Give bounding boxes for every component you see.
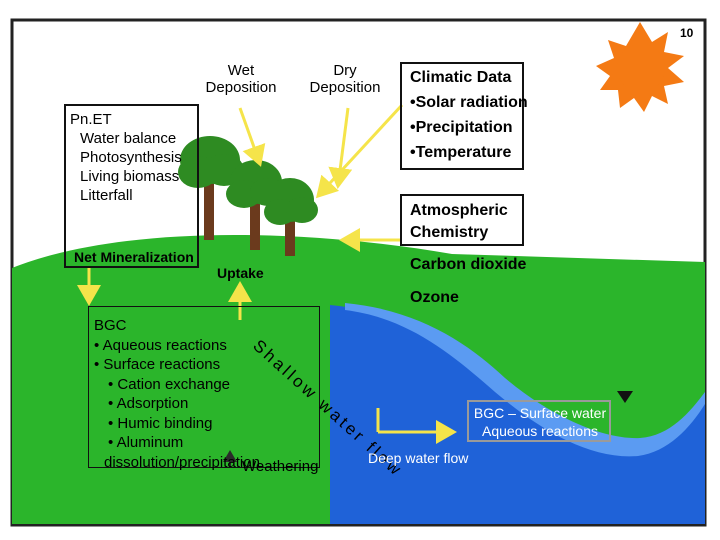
bgc-surface-title: BGC – Surface water [473,405,607,421]
uptake-label: Uptake [217,265,264,281]
weathering-label: Weathering [242,458,319,475]
bgc-cation-exchange: • Cation exchange [108,375,230,393]
atmospheric-title-line-1: Atmospheric [410,202,508,219]
tree-icon-3 [264,178,318,256]
dry-deposition-line-1: Dry [333,62,357,79]
wet-deposition-line-1: Wet [227,62,255,79]
atmospheric-chemistry-box [400,194,524,246]
dry-deposition-line-2: Deposition [309,79,381,97]
pnet-water-balance: Water balance [80,130,177,147]
net-mineralization-label: Net Mineralization [74,249,194,265]
pnet-living-biomass: Living biomass [80,168,180,185]
bgc-aluminum: • Aluminum [108,434,184,451]
bgc-title: BGC [94,317,127,334]
lake-water [330,305,705,524]
atmospheric-chemistry-title: Atmospheric Chemistry [410,200,508,244]
wet-deposition-line-2: Deposition [205,79,277,97]
dry-deposition-label: Dry Deposition [300,62,390,97]
carbon-dioxide-label: Carbon dioxide [410,256,527,273]
atmospheric-title-line-2: Chemistry [410,224,489,241]
bgc-surface-text: BGC – Surface water Aqueous reactions [470,404,610,440]
deep-water-flow-label: Deep water flow [368,450,469,466]
flow-arrows [77,103,457,444]
lake-water-highlight [345,303,705,457]
bgc-soil-box [88,306,320,468]
climatic-item-temperature: •Temperature [410,144,512,161]
climatic-data-box [400,62,524,170]
wet-deposition-arrow [238,107,266,167]
wet-deposition-label: Wet Deposition [196,62,286,97]
pnet-title: Pn.ET [70,111,112,128]
climatic-data-title: Climatic Data [410,69,512,86]
bgc-soil-text: BGC • Aqueous reactions • Surface reacti… [94,316,260,472]
climatic-item-solar: •Solar radiation [410,94,528,111]
bgc-dissolution: dissolution/precipitation [104,453,260,471]
ozone-label: Ozone [410,289,459,306]
climatic-data-arrow [315,103,404,199]
sun-icon [596,22,684,112]
bgc-surface-aqueous: Aqueous reactions [482,423,598,439]
slide-number: 10 [680,26,694,40]
pnet-litterfall: Litterfall [80,187,133,204]
water-level-marker [617,391,633,403]
pnet-text: Pn.ET Water balance Photosynthesis Livin… [70,110,182,205]
bgc-aqueous-reactions: • Aqueous reactions [94,336,227,354]
pnet-box [64,104,199,268]
bgc-surface-reactions: • Surface reactions [94,356,221,373]
pnet-photosynthesis: Photosynthesis [80,149,182,166]
climatic-item-precipitation: •Precipitation [410,119,513,136]
climatic-data-text: Climatic Data •Solar radiation •Precipit… [410,66,528,165]
bgc-humic-binding: • Humic binding [108,414,213,432]
bgc-adsorption: • Adsorption [108,395,189,412]
bgc-surface-box [467,400,611,442]
